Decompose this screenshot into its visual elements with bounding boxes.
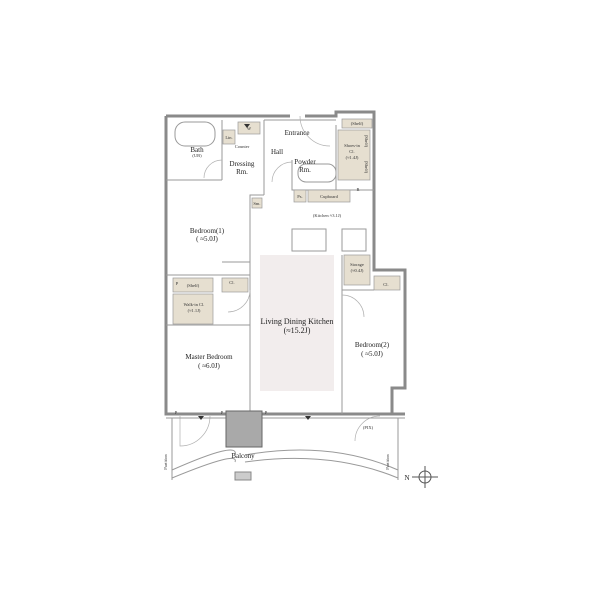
label-shoes-2: Cl. <box>349 149 354 154</box>
label-cupboard: Cupboard <box>320 194 338 199</box>
label-pix: (PIX) <box>363 425 374 430</box>
label-dressing-2: Rm. <box>236 168 248 176</box>
compass-icon <box>412 466 438 488</box>
label-entrance: Entrance <box>285 129 310 137</box>
label-bedroom-1-area: ( ≈5.0J) <box>196 235 218 243</box>
ldk-floor <box>260 255 334 391</box>
label-ps: Ps. <box>297 194 302 199</box>
label-hall: Hall <box>271 148 283 156</box>
label-shoes-area: (≈1.4J) <box>346 155 359 160</box>
label-storage: Storage <box>350 262 364 267</box>
outer-wall <box>164 110 407 416</box>
label-closet-2: Cl. <box>383 282 388 287</box>
label-ldk-area: (≈15.2J) <box>284 326 311 335</box>
shoes-closet <box>337 129 371 181</box>
label-counter: Counter <box>235 144 250 149</box>
label-north: N <box>404 474 409 482</box>
label-partition-right: Partition <box>385 454 390 470</box>
label-walk-in-closet: Walk-in Cl. <box>184 302 205 307</box>
label-partition-left: Partition <box>163 454 168 470</box>
label-closet-1: Cl. <box>229 280 234 285</box>
outdoor-unit <box>225 410 263 448</box>
label-powder: Powder <box>294 158 316 166</box>
label-p-wic: P <box>176 281 179 286</box>
label-dressing: Dressing <box>230 160 255 168</box>
stove <box>341 228 367 252</box>
label-p-2: P <box>221 410 224 415</box>
label-bedroom-1: Bedroom(1) <box>190 227 225 235</box>
label-bath-sub: (UB) <box>192 153 202 158</box>
label-ldk: Living Dining Kitchen <box>261 317 334 326</box>
label-linen: Lin. <box>225 135 232 140</box>
label-master-bedroom: Master Bedroom <box>185 353 233 361</box>
storage <box>343 254 371 286</box>
label-storage-area: (≈0.4J) <box>351 268 364 273</box>
label-r: R <box>356 187 359 192</box>
label-kitchen: (Kitchen ≈3.1J) <box>313 213 342 218</box>
label-shelf-top: (Shelf) <box>351 121 364 126</box>
label-walk-in-closet-area: (≈1.1J) <box>188 308 201 313</box>
label-powder-2: Rm. <box>299 166 311 174</box>
bathtub <box>174 121 216 147</box>
walk-in-closet <box>172 293 214 325</box>
label-bath: Bath <box>190 146 204 154</box>
label-p-1: P <box>175 410 178 415</box>
label-shelf-a: (Shelf) <box>364 135 369 148</box>
cupboard <box>307 189 351 203</box>
sink <box>291 228 327 252</box>
label-shelf-wic: (Shelf) <box>187 283 200 288</box>
label-balcony: Balcony <box>231 452 255 460</box>
label-bedroom-2-area: ( ≈5.0J) <box>361 350 383 358</box>
label-sm: Sm. <box>253 201 260 206</box>
label-shelf-b: (Shelf) <box>364 161 369 174</box>
label-master-bedroom-area: ( ≈6.0J) <box>198 362 220 370</box>
label-washer: W <box>247 126 252 131</box>
label-shoes: Shoes-in <box>344 143 361 148</box>
label-bedroom-2: Bedroom(2) <box>355 341 390 349</box>
label-p-3: P <box>265 410 268 415</box>
